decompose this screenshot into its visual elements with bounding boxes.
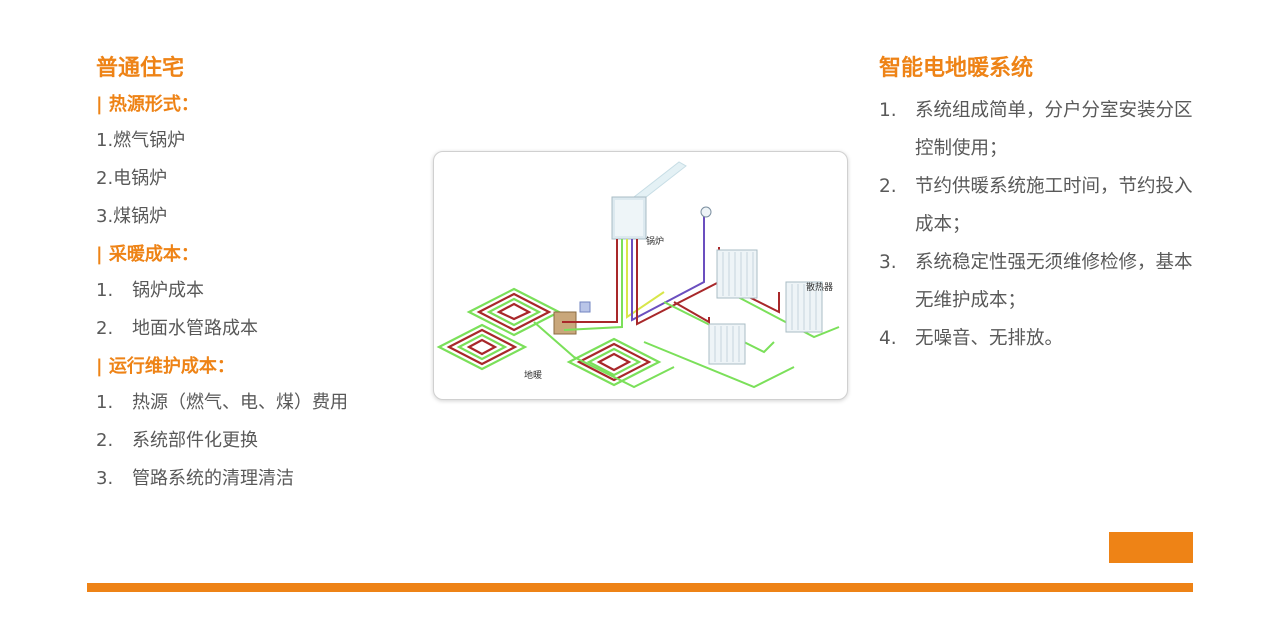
advantage-item: 4. 无噪音、无排放。 bbox=[879, 320, 1199, 358]
item-number: 1. bbox=[96, 280, 114, 301]
heating-cost-item: 2. 地面水管路成本 bbox=[96, 316, 426, 342]
item-number: 1. bbox=[879, 100, 897, 121]
item-text: 管路系统的清理清洁 bbox=[132, 468, 294, 489]
advantage-item: 3. 系统稳定性强无须维修检修，基本无维护成本； bbox=[879, 244, 1199, 320]
heating-cost-heading: | 采暖成本： bbox=[96, 244, 199, 265]
item-number: 2. bbox=[96, 430, 114, 451]
item-text: 系统组成简单，分户分室安装分区控制使用； bbox=[915, 100, 1193, 159]
item-number: 1. bbox=[96, 392, 114, 413]
maintenance-cost-item: 3. 管路系统的清理清洁 bbox=[96, 466, 426, 492]
item-text: 热源（燃气、电、煤）费用 bbox=[132, 392, 348, 413]
advantage-item: 1. 系统组成简单，分户分室安装分区控制使用； bbox=[879, 92, 1199, 168]
item-number: 3. bbox=[96, 468, 114, 489]
advantage-item: 2. 节约供暖系统施工时间，节约投入成本； bbox=[879, 168, 1199, 244]
item-text: 地面水管路成本 bbox=[132, 318, 258, 339]
heat-source-item: 2.电锅炉 bbox=[96, 168, 168, 189]
item-text: 系统稳定性强无须维修检修，基本无维护成本； bbox=[915, 252, 1193, 311]
left-title: 普通住宅 bbox=[96, 56, 185, 81]
item-text: 节约供暖系统施工时间，节约投入成本； bbox=[915, 176, 1193, 235]
item-number: 2. bbox=[96, 318, 114, 339]
heat-source-item: 3.煤锅炉 bbox=[96, 206, 168, 227]
item-text: 锅炉成本 bbox=[132, 280, 204, 301]
maintenance-cost-item: 2. 系统部件化更换 bbox=[96, 428, 426, 454]
accent-block bbox=[1109, 532, 1193, 563]
left-column: 普通住宅 | 热源形式： 1.燃气锅炉 2.电锅炉 3.煤锅炉 | 采暖成本： … bbox=[96, 52, 426, 504]
heating-system-illustration bbox=[436, 161, 840, 389]
item-number: 2. bbox=[879, 176, 897, 197]
radiator-label: 散热器 bbox=[806, 283, 834, 293]
boiler-label: 锅炉 bbox=[646, 237, 665, 247]
maintenance-cost-item: 1. 热源（燃气、电、煤）费用 bbox=[96, 390, 426, 416]
item-number: 3. bbox=[879, 252, 897, 273]
right-title: 智能电地暖系统 bbox=[879, 56, 1034, 81]
item-number: 4. bbox=[879, 328, 897, 349]
heat-source-item: 1.燃气锅炉 bbox=[96, 130, 186, 151]
maintenance-cost-heading: | 运行维护成本： bbox=[96, 356, 235, 377]
heat-source-heading: | 热源形式： bbox=[96, 94, 199, 115]
heating-system-diagram: 锅炉 散热器 地暖 bbox=[433, 151, 848, 400]
floor-heating-label: 地暖 bbox=[524, 371, 543, 381]
item-text: 系统部件化更换 bbox=[132, 430, 258, 451]
right-column: 智能电地暖系统 1. 系统组成简单，分户分室安装分区控制使用； 2. 节约供暖系… bbox=[879, 52, 1199, 358]
bottom-accent-bar bbox=[87, 583, 1193, 592]
item-text: 无噪音、无排放。 bbox=[915, 328, 1064, 349]
heating-cost-item: 1. 锅炉成本 bbox=[96, 278, 426, 304]
